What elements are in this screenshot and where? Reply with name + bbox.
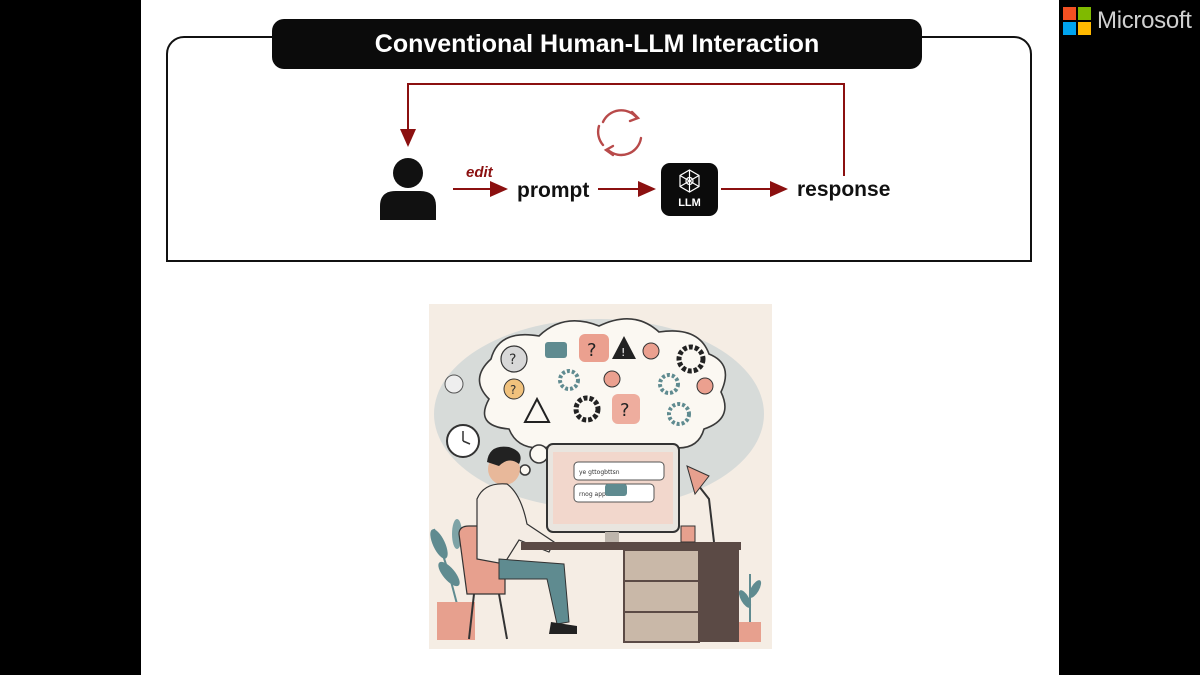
svg-text:!: ! (621, 346, 625, 359)
network-icon (679, 169, 700, 193)
llm-box: LLM (661, 163, 718, 216)
user-icon (380, 158, 436, 220)
response-label: response (797, 178, 891, 201)
monitor: ye gttogbttsn rnog apprrnel (546, 443, 680, 542)
thought-icons: ? ? ! ? ? (500, 334, 714, 426)
microsoft-logo: Microsoft (1063, 6, 1198, 36)
svg-text:ye gttogbttsn: ye gttogbttsn (579, 469, 620, 476)
brand-name: Microsoft (1097, 7, 1192, 34)
refresh-cycle-icon (596, 109, 643, 157)
person-at-desk-illustration: ? ? ! ? ? (430, 317, 764, 643)
svg-text:?: ? (509, 352, 516, 368)
svg-text:?: ? (620, 400, 630, 421)
svg-text:?: ? (587, 340, 597, 361)
prompt-label: prompt (517, 179, 590, 202)
diagram-title: Conventional Human-LLM Interaction (272, 19, 922, 69)
feedback-arrow (400, 83, 845, 176)
microsoft-logo-icon (1063, 7, 1091, 35)
svg-text:rnog apprrnel: rnog apprrnel (579, 491, 620, 498)
llm-label: LLM (678, 197, 701, 209)
diagram-frame (166, 36, 1032, 262)
edit-label: edit (466, 164, 493, 181)
svg-text:?: ? (510, 383, 516, 397)
illustration: ? ? ! ? ? (429, 304, 772, 649)
